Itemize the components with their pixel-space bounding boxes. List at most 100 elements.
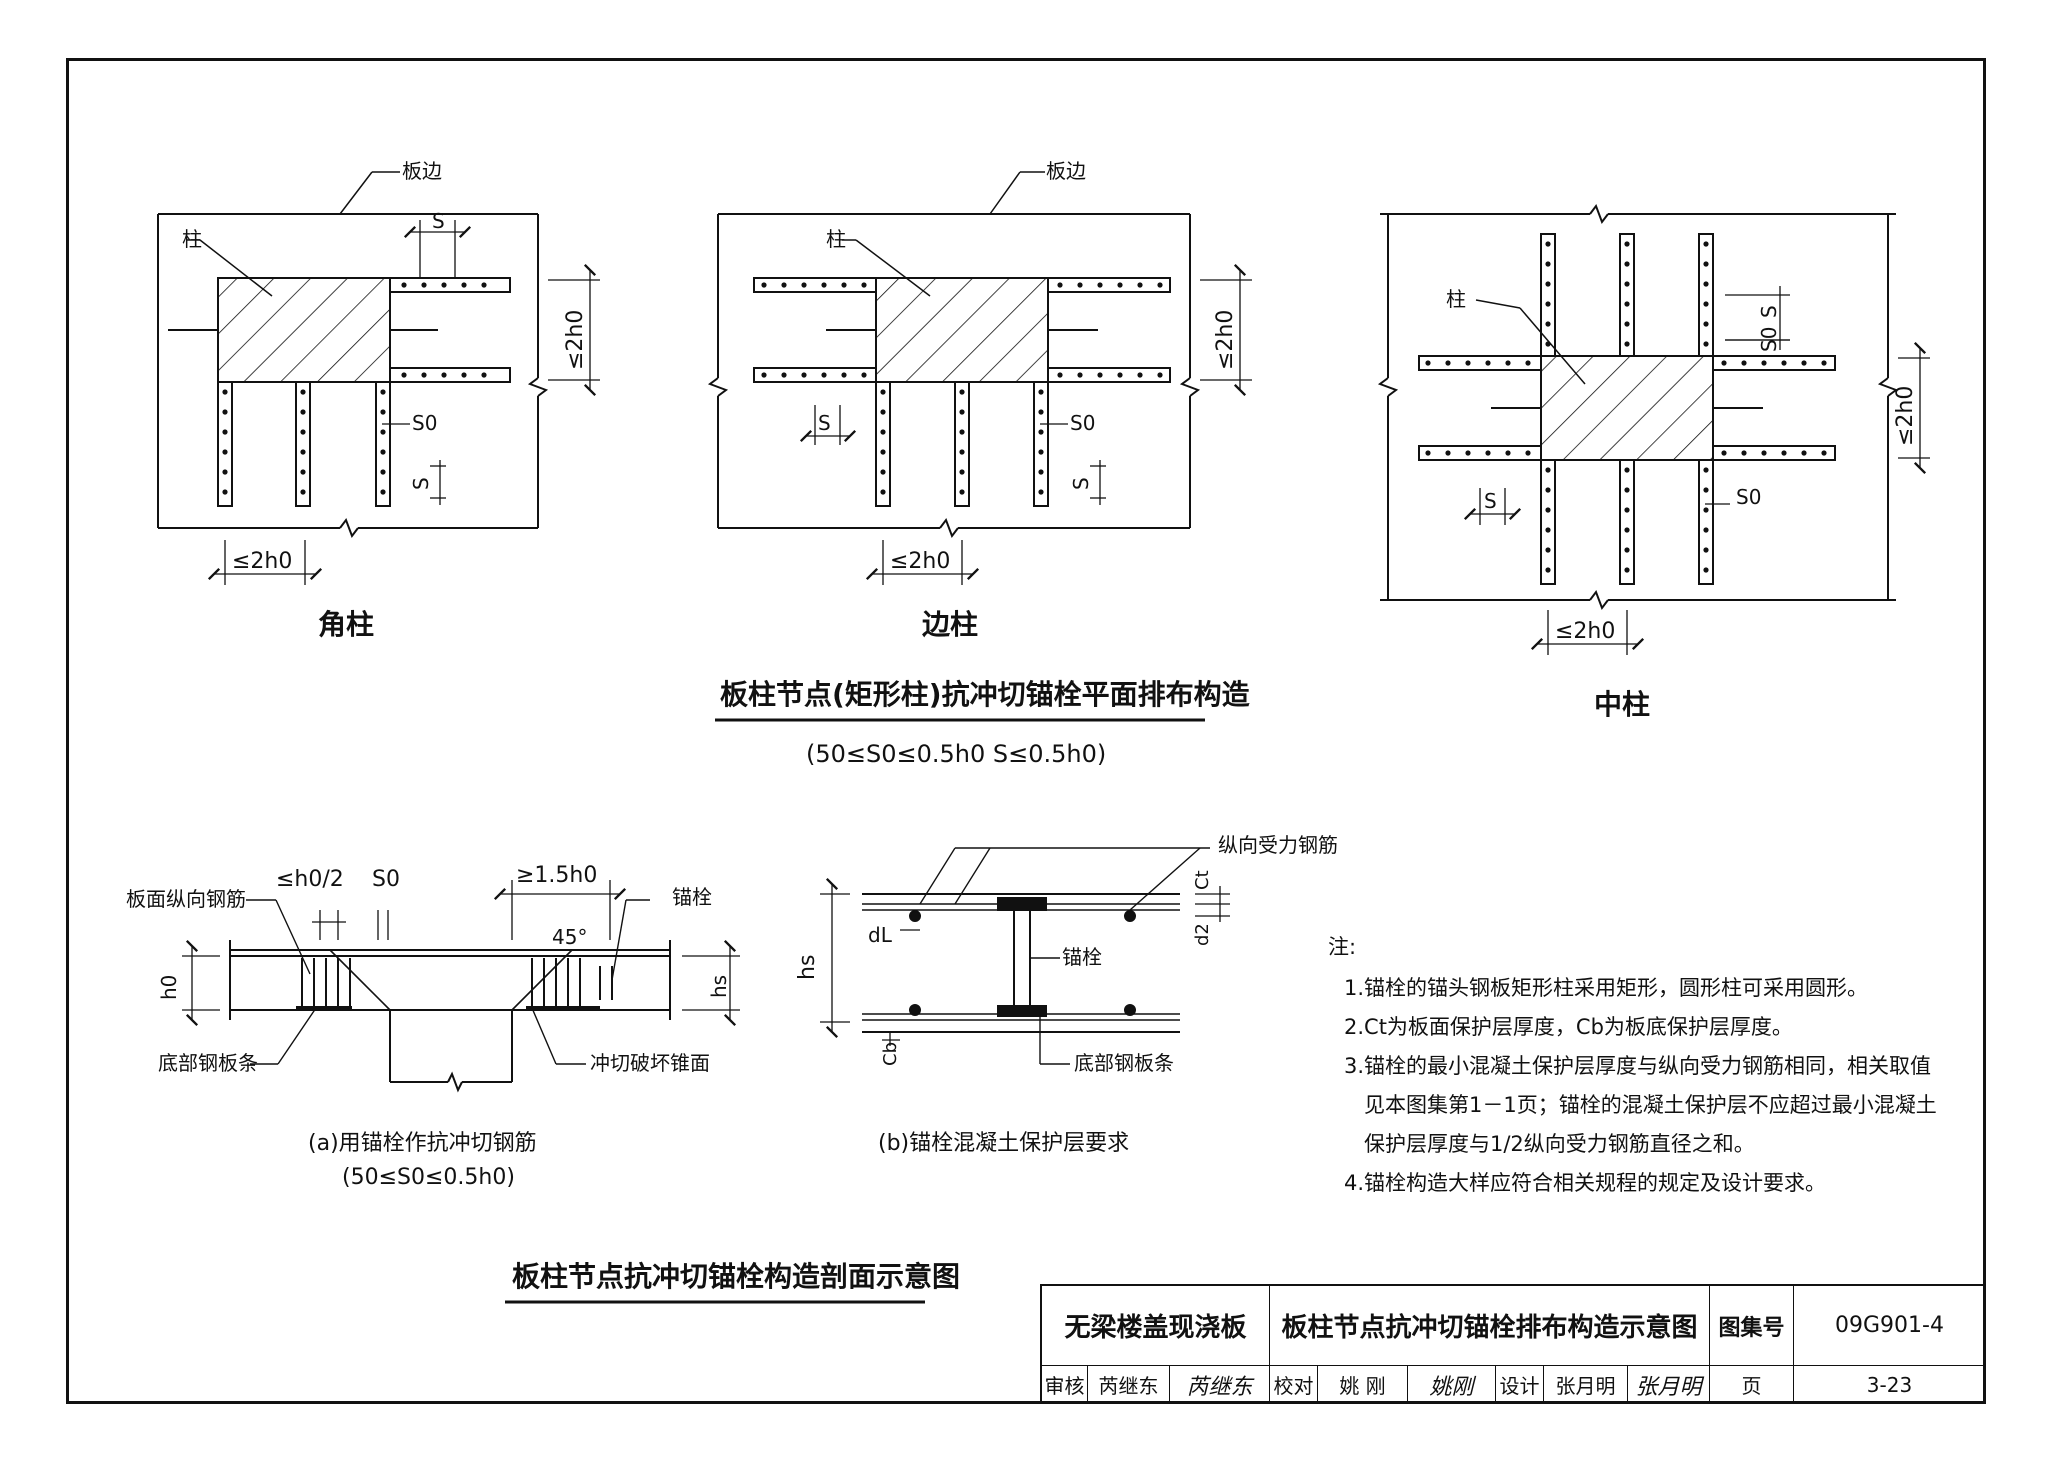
- bolt-dot: [1038, 449, 1044, 455]
- bolt-dot: [1465, 450, 1471, 456]
- bolt-dot: [1545, 281, 1551, 287]
- corner-s0-label: S0: [412, 411, 437, 435]
- bolt-dot: [959, 409, 965, 415]
- bolt-dot: [300, 489, 306, 495]
- bolt-dot: [1703, 527, 1709, 533]
- bolt-dot: [1485, 360, 1491, 366]
- bolt-dot: [1624, 261, 1630, 267]
- bolt-dot: [1624, 241, 1630, 247]
- tb-designer: 张月明: [1544, 1366, 1628, 1404]
- bolt-dot: [481, 282, 487, 288]
- center-column-label: 柱: [1446, 287, 1466, 311]
- bolt-dot: [1703, 241, 1709, 247]
- edge-s0-label: S0: [1070, 411, 1095, 435]
- corner-column-label: 柱: [182, 227, 202, 251]
- bolt-dot: [1703, 507, 1709, 513]
- bolt-dot: [1624, 487, 1630, 493]
- sec-a-caption: (a)用锚栓作抗冲切钢筋: [308, 1131, 537, 1156]
- bolt-dot: [1721, 450, 1727, 456]
- bolt-dot: [461, 372, 467, 378]
- bolt-dot: [1545, 241, 1551, 247]
- sec-a-h0: h0: [157, 975, 181, 1000]
- tb-category: 无梁楼盖现浇板: [1042, 1286, 1270, 1366]
- bolt-dot: [1761, 360, 1767, 366]
- sec-a-failure-cone: 冲切破坏锥面: [590, 1051, 710, 1075]
- bolt-dot: [1703, 301, 1709, 307]
- edge-s-label: S: [818, 411, 831, 435]
- note-1: 1.锚栓的锚头钢板矩形柱采用矩形，圆形柱可采用圆形。: [1344, 976, 1869, 1000]
- bolt-dot: [1624, 301, 1630, 307]
- corner-column-plan: [157, 171, 600, 585]
- bolt-dot: [821, 282, 827, 288]
- edge-column-plan: [707, 171, 1252, 585]
- bolt-dot: [380, 469, 386, 475]
- sec-a-s0: S0: [372, 867, 400, 892]
- sec-b-long-bar: 纵向受力钢筋: [1218, 833, 1338, 857]
- section-b-drawing: [820, 847, 1230, 1065]
- tb-reviewer: 芮继东: [1088, 1366, 1170, 1404]
- bolt-dot: [1624, 547, 1630, 553]
- center-s-label-2: S: [1484, 489, 1497, 513]
- corner-s-label: S: [432, 209, 445, 233]
- bolt-dot: [1703, 467, 1709, 473]
- bolt-dot: [421, 282, 427, 288]
- bolt-dot: [781, 372, 787, 378]
- tb-check-label: 校对: [1270, 1366, 1318, 1404]
- bolt-dot: [300, 409, 306, 415]
- center-2h0-vertical: ≤2h0: [1893, 386, 1918, 446]
- edge-column-label: 柱: [826, 227, 846, 251]
- bolt-dot: [380, 489, 386, 495]
- bolt-dot: [222, 429, 228, 435]
- bolt-dot: [1703, 281, 1709, 287]
- bolt-dot: [761, 282, 767, 288]
- bolt-dot: [401, 372, 407, 378]
- bolt-dot: [380, 389, 386, 395]
- bolt-dot: [1077, 372, 1083, 378]
- section-heading: 板柱节点抗冲切锚栓构造剖面示意图: [512, 1260, 960, 1293]
- bolt-dot: [1703, 321, 1709, 327]
- bolt-dot: [1545, 567, 1551, 573]
- bolt-dot: [1703, 547, 1709, 553]
- sec-b-bolt: 锚栓: [1062, 945, 1102, 969]
- bolt-dot: [421, 372, 427, 378]
- bolt-dot: [959, 429, 965, 435]
- sec-b-cb: Cb: [880, 1042, 901, 1066]
- tb-checker-signature: 姚刚: [1408, 1366, 1496, 1404]
- bolt-dot: [1117, 282, 1123, 288]
- sec-a-bolt-label: 锚栓: [672, 885, 712, 909]
- bolt-dot: [1545, 341, 1551, 347]
- bolt-dot: [841, 372, 847, 378]
- bolt-dot: [880, 469, 886, 475]
- edge-2h0-vertical: ≤2h0: [1213, 310, 1238, 370]
- bolt-dot: [1545, 467, 1551, 473]
- bolt-dot: [222, 389, 228, 395]
- bolt-dot: [1445, 360, 1451, 366]
- sec-a-caption-range: (50≤S0≤0.5h0): [342, 1165, 515, 1190]
- bolt-dot: [222, 409, 228, 415]
- bolt-dot: [861, 372, 867, 378]
- bolt-dot: [1425, 360, 1431, 366]
- bolt-dot: [1821, 450, 1827, 456]
- bolt-dot: [1137, 282, 1143, 288]
- edge-slab-edge-label: 板边: [1046, 159, 1086, 183]
- bolt-dot: [1445, 450, 1451, 456]
- center-title: 中柱: [1594, 688, 1650, 721]
- bolt-dot: [1545, 261, 1551, 267]
- bolt-dot: [1525, 450, 1531, 456]
- sec-a-bottom-strip: 底部钢板条: [158, 1051, 258, 1075]
- bolt-dot: [880, 409, 886, 415]
- bolt-dot: [1097, 372, 1103, 378]
- bolt-dot: [761, 372, 767, 378]
- title-block: 无梁楼盖现浇板 板柱节点抗冲切锚栓排布构造示意图 图集号 09G901-4 审核…: [1040, 1284, 1986, 1404]
- bolt-dot: [1545, 507, 1551, 513]
- bolt-dot: [1157, 372, 1163, 378]
- bolt-dot: [1505, 360, 1511, 366]
- drawing-labels: 板边 柱 S S0 S ≤2h0 ≤2h0 角柱 板边 柱 ≤2h0 S S0 …: [126, 159, 1918, 1293]
- bolt-dot: [1624, 527, 1630, 533]
- bolt-dot: [1703, 567, 1709, 573]
- tb-reviewer-signature: 芮继东: [1170, 1366, 1270, 1404]
- corner-title: 角柱: [318, 608, 374, 641]
- bolt-dot: [1545, 487, 1551, 493]
